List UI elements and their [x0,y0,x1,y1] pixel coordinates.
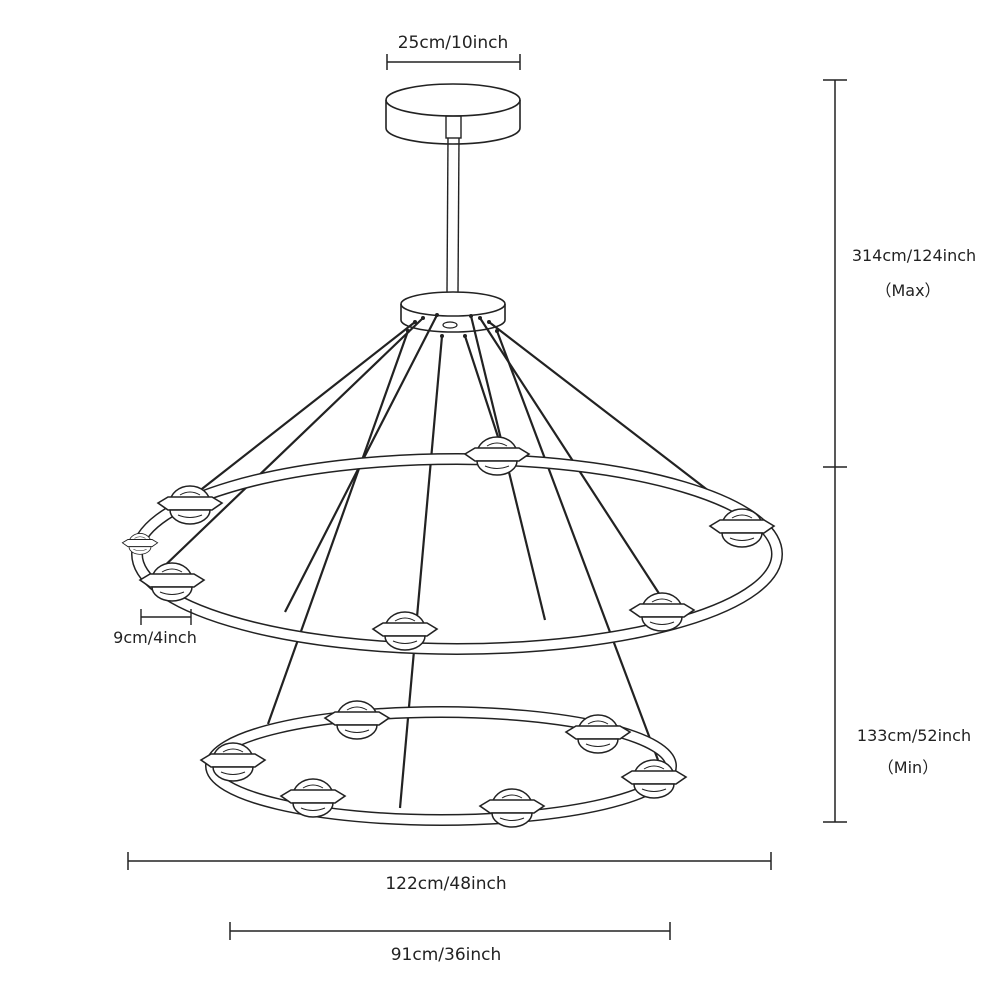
upper-light-7 [121,533,159,555]
lower-light-1 [324,700,390,740]
upper-light-4 [139,562,205,602]
lower-ring-diameter-dimension: 91cm/36inch [229,922,671,965]
upper-ring-diameter-dimension: 122cm/48inch [127,852,772,894]
height-min-note: （Min） [878,758,938,777]
upper-light-3 [709,508,775,548]
ceiling-canopy [385,83,521,145]
shade-width-dimension: 9cm/4inch [113,609,197,647]
canopy-width-label: 25cm/10inch [398,33,509,53]
canopy-width-dimension: 25cm/10inch [386,33,521,70]
height-max-label: 314cm/124inch [852,246,976,265]
upper-ring-diameter-label: 122cm/48inch [385,874,506,894]
height-min-label: 133cm/52inch [857,726,971,745]
height-dimension: 314cm/124inch （Max） 133cm/52inch （Min） [823,79,976,823]
upper-light-2 [464,436,530,476]
height-max-note: （Max） [875,281,940,300]
down-rod [445,115,462,293]
shade-width-label: 9cm/4inch [113,628,197,647]
lower-ring-diameter-label: 91cm/36inch [391,945,502,965]
